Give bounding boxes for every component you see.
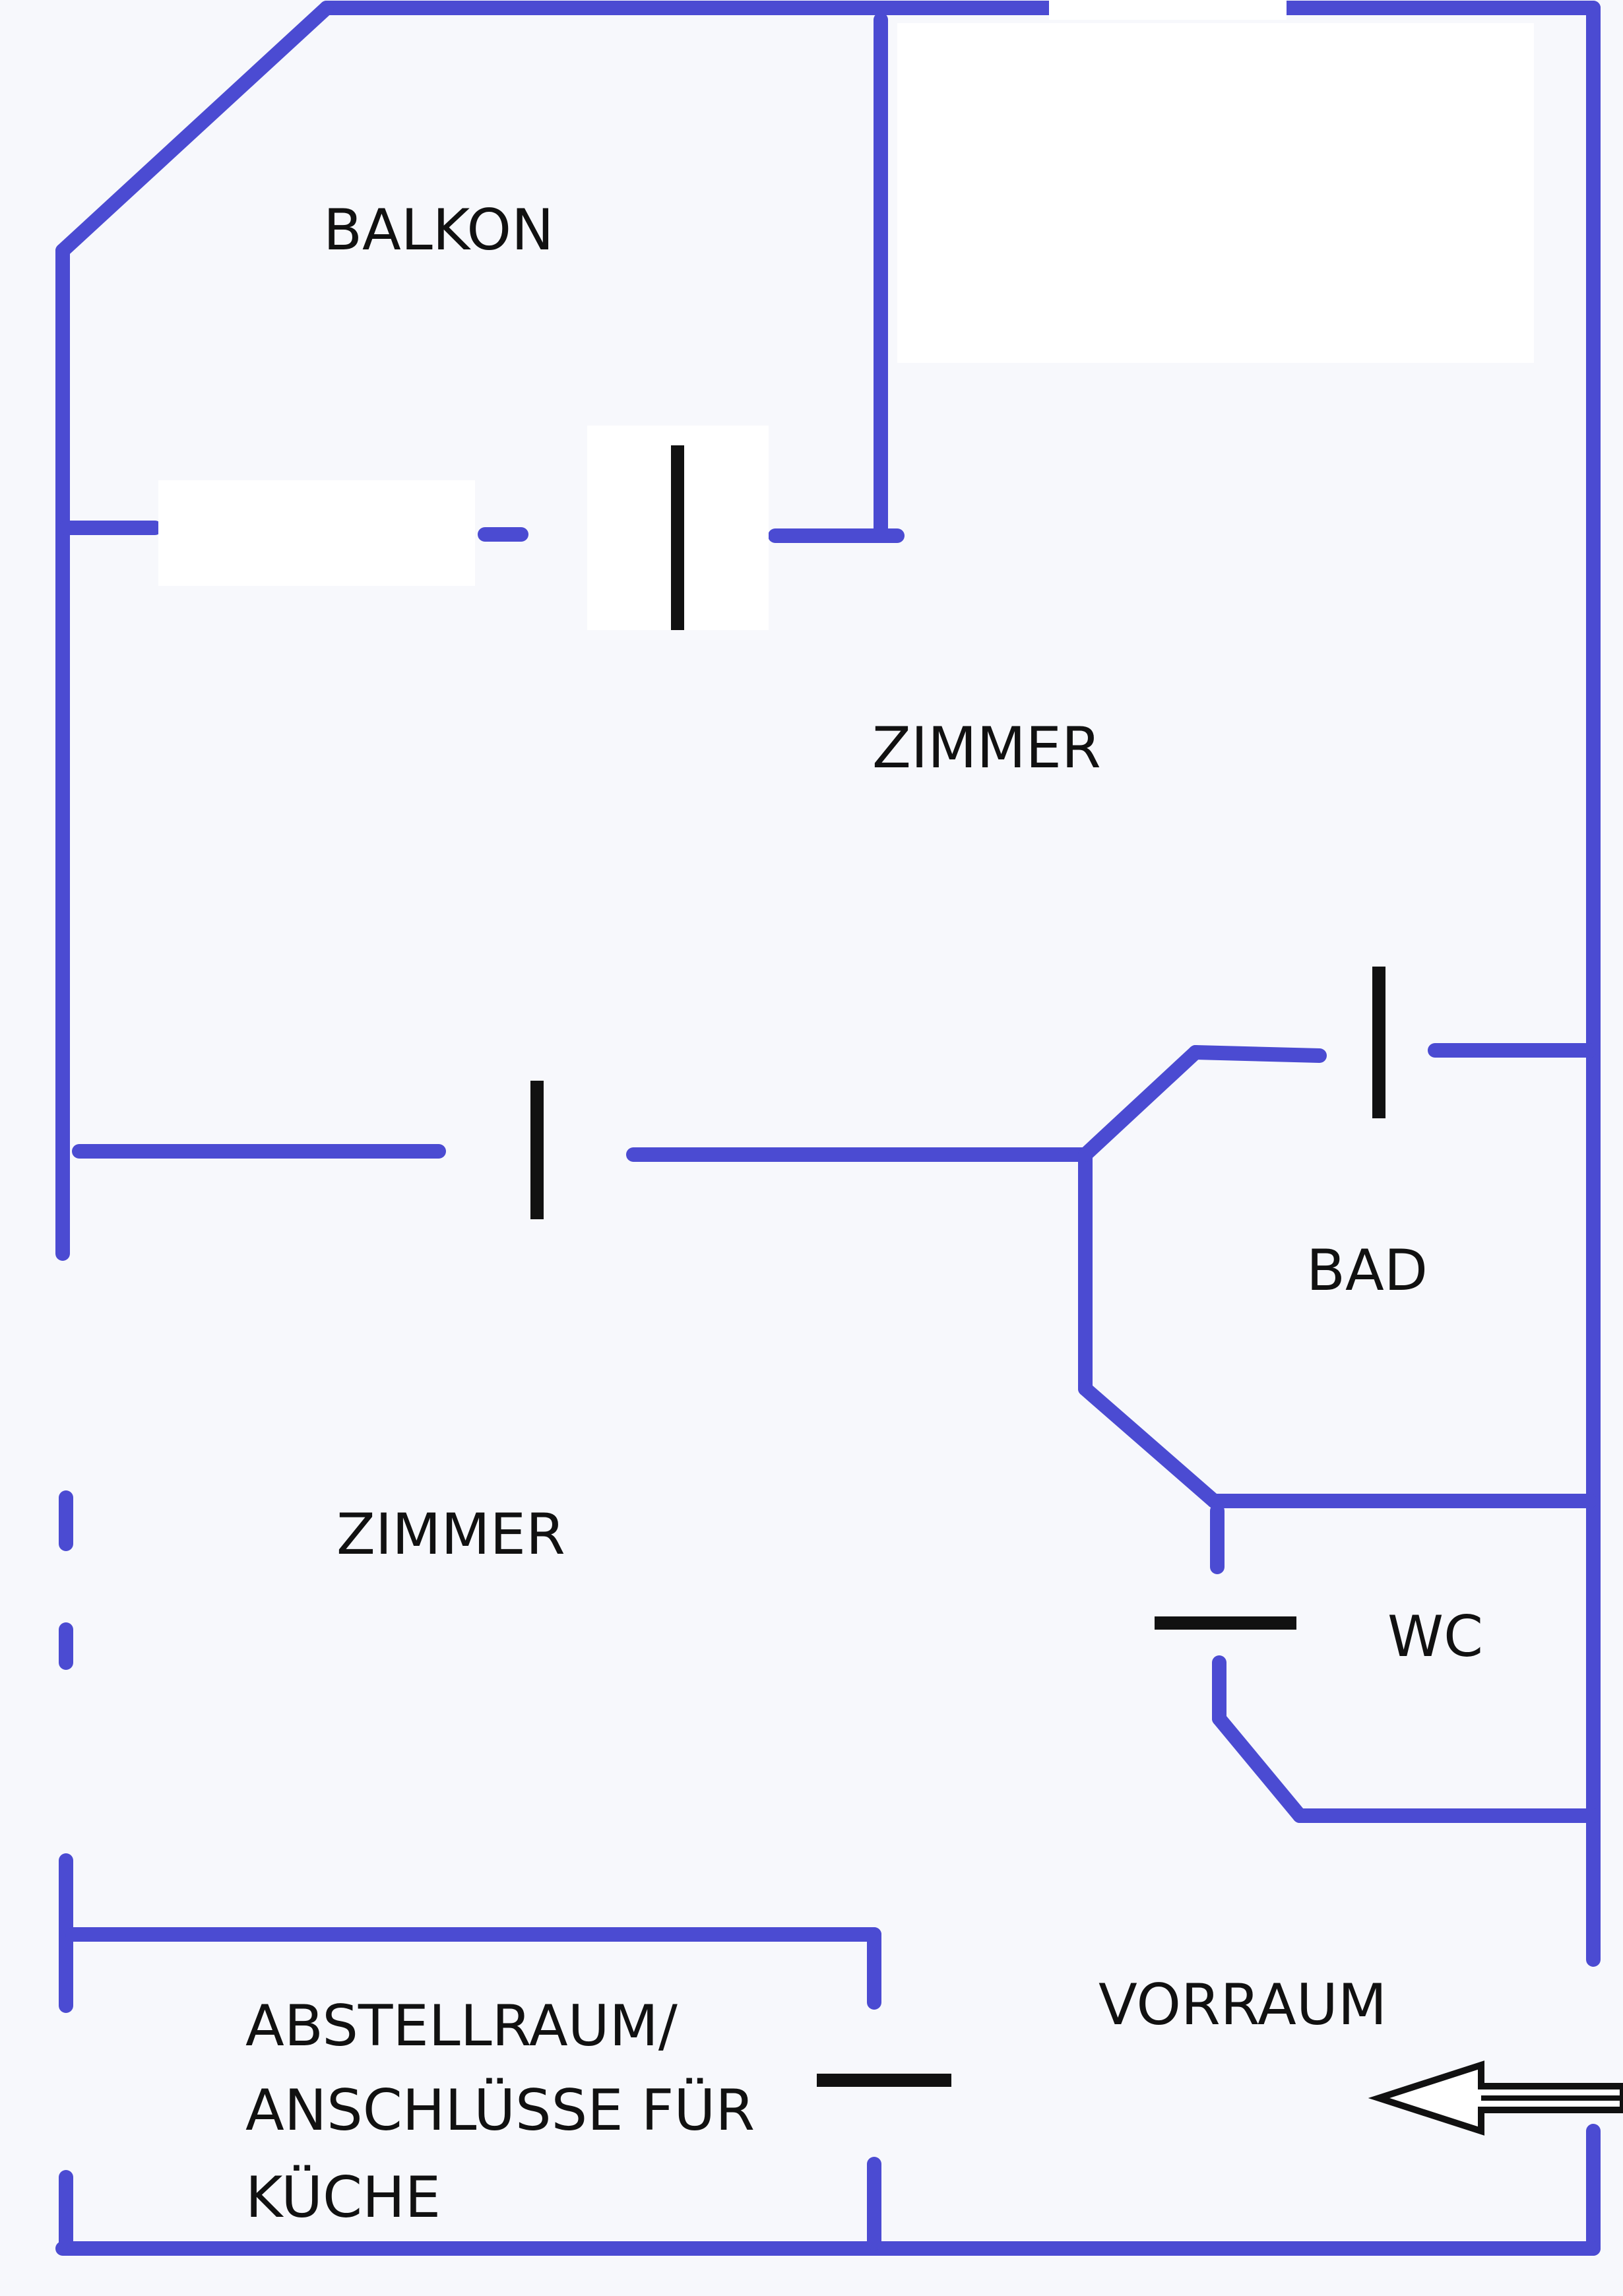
room-label-bad: BAD (1306, 1238, 1428, 1304)
room-label-abstellraum-line-3: KÜCHE (245, 2165, 441, 2231)
room-label-wc: WC (1387, 1604, 1483, 1670)
arrow-icon (1368, 2060, 1623, 2136)
interior-walls (59, 13, 1601, 2250)
room-label-abstellraum-line-2: ANSCHLÜSSE FÜR (245, 2078, 755, 2144)
room-label-abstellraum-line-1: ABSTELLRAUM/ (245, 1993, 678, 2059)
room-label-balkon: BALKON (323, 197, 554, 263)
room-label-vorraum: VORRAUM (1098, 1972, 1387, 2038)
room-label-zimmer-lower: ZIMMER (336, 1502, 565, 1568)
room-label-zimmer-upper: ZIMMER (872, 715, 1101, 781)
doors (530, 445, 1385, 2087)
